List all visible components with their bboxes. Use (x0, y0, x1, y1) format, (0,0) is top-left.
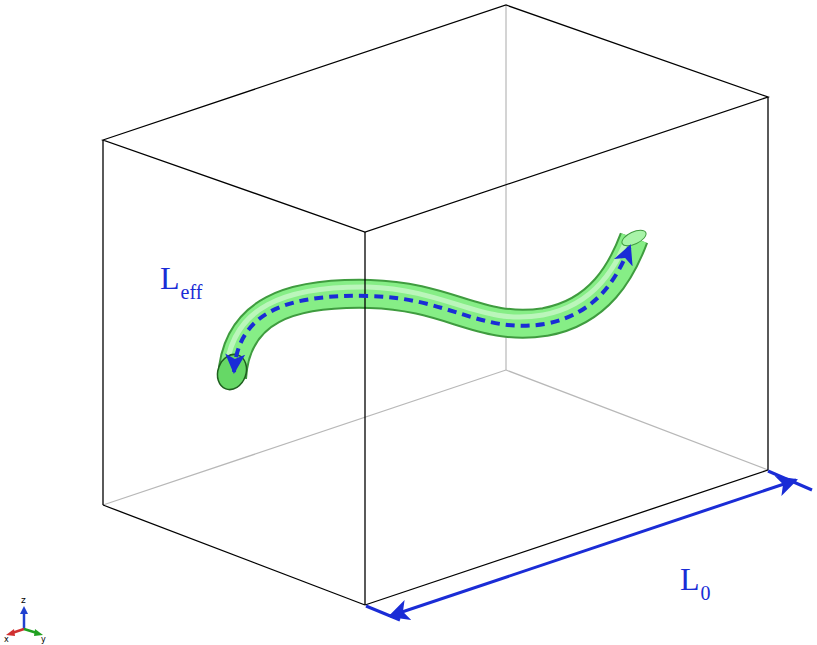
axis-label: x (4, 636, 9, 644)
axis-triad (6, 606, 43, 636)
hidden-box-edges (103, 5, 768, 505)
green-tube (213, 227, 649, 394)
effective-length-arrow (234, 246, 630, 372)
axis-label: z (21, 596, 26, 605)
length-symbol: L (680, 563, 700, 595)
length-subscript: 0 (701, 583, 711, 603)
length-subscript: eff (181, 282, 203, 302)
box-edges (103, 5, 768, 605)
axis-label: y (41, 636, 46, 644)
length-symbol: L (160, 262, 180, 294)
dimension-line (366, 471, 812, 620)
